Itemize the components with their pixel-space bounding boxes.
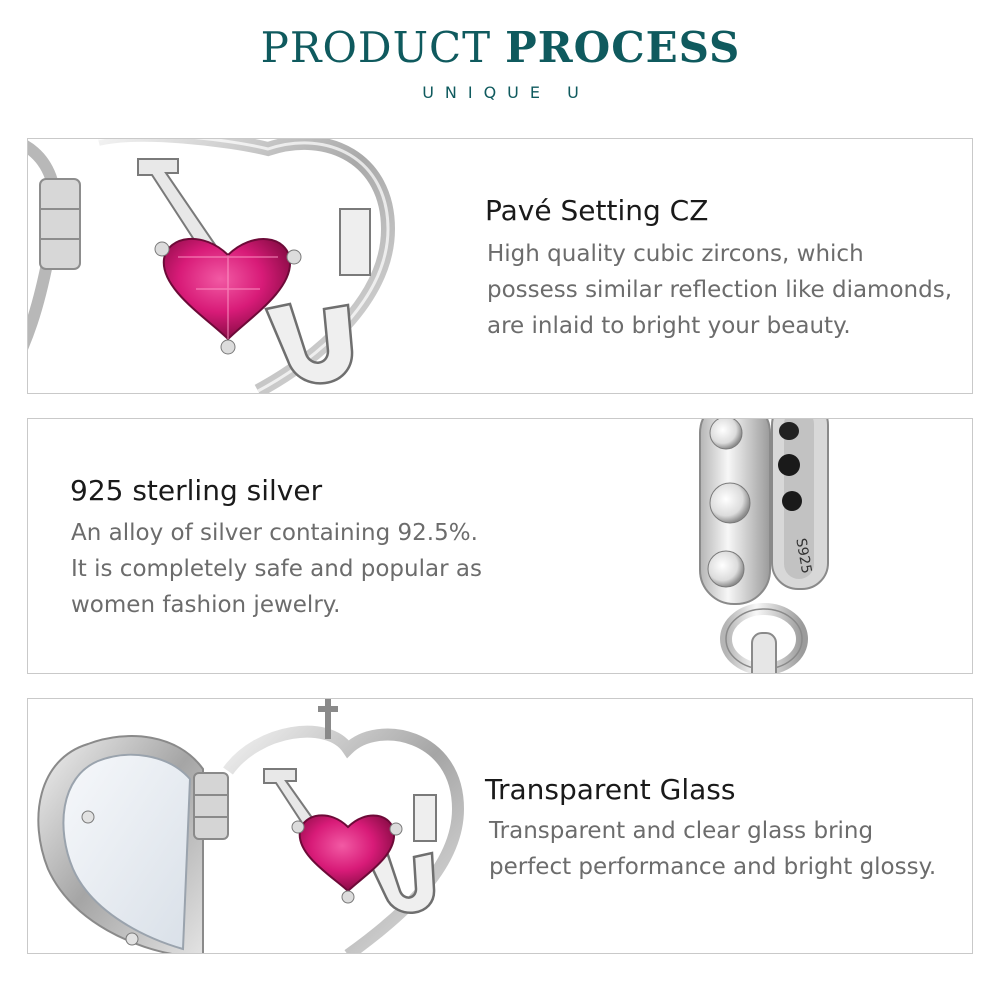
description-line: possess similar reflection like diamonds… [487,277,953,303]
feature-description: High quality cubic zircons, which posses… [487,236,952,344]
glass-heart-pane [62,753,192,951]
page-title: PRODUCT PROCESS [0,22,1001,74]
heart-locket-closeup-image [28,139,396,393]
feature-description: An alloy of silver containing 92.5%. It … [71,515,482,623]
letter-u-top [339,208,371,276]
feature-card-silver: 925 sterling silver An alloy of silver c… [27,418,973,674]
description-line: An alloy of silver containing 92.5%. [71,520,478,546]
open-locket-image [37,699,465,953]
hinge [39,178,81,270]
title-process: PROCESS [505,23,741,72]
title-product: PRODUCT [260,23,492,72]
bail-closeup-image: S925 [699,419,829,673]
description-line: High quality cubic zircons, which [487,241,864,267]
hinge [193,772,229,840]
feature-card-glass: Transparent Glass Transparent and clear … [27,698,973,954]
brand-subtitle: UNIQUE U [422,83,590,102]
description-line: are inlaid to bright your beauty. [487,313,851,339]
feature-card-pave: Pavé Setting CZ High quality cubic zirco… [27,138,973,394]
feature-heading: 925 sterling silver [70,474,323,507]
feature-description: Transparent and clear glass bring perfec… [489,813,936,885]
letter-u-top [413,794,437,842]
feature-heading: Pavé Setting CZ [485,194,709,227]
cz-stone [707,550,745,588]
feature-heading: Transparent Glass [485,773,736,806]
page-header: PRODUCT PROCESS UNIQUE U [0,0,1001,130]
pink-heart-gem [298,814,396,893]
description-line: It is completely safe and popular as [71,556,482,582]
cz-stone [709,482,751,524]
letter-u [264,302,354,385]
letter-u [366,851,436,914]
description-line: perfect performance and bright glossy. [489,854,937,880]
cz-stone [709,419,743,450]
silver-stamp: S925 [792,537,814,575]
description-line: Transparent and clear glass bring [489,818,874,844]
description-line: women fashion jewelry. [71,592,341,618]
